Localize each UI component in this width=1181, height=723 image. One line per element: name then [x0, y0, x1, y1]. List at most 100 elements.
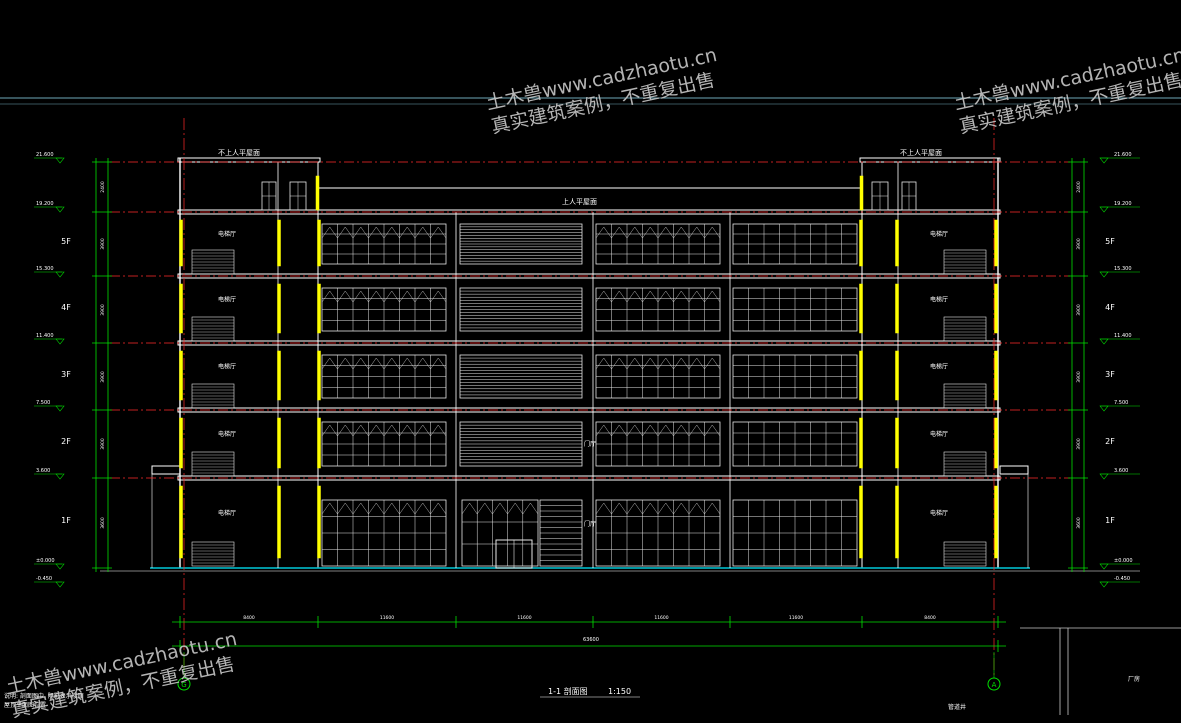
floor-slab — [177, 407, 1001, 413]
axis-label-left: G — [181, 681, 186, 689]
column-strip — [895, 485, 899, 559]
elevation-left: 15.300 — [36, 266, 54, 272]
window-grid-a-arch — [430, 226, 447, 239]
room-label-right: 电梯厅 — [930, 430, 948, 438]
elevation-triangle-right — [1099, 338, 1109, 345]
total-span-label: 63600 — [583, 637, 599, 643]
room-label-left: 电梯厅 — [218, 230, 236, 238]
floor-label-left: 1F — [61, 516, 71, 525]
floor-label-right: 1F — [1105, 516, 1115, 525]
column-strip — [277, 350, 281, 401]
column-strip — [179, 219, 183, 267]
column-strip — [277, 485, 281, 559]
window-grid-a-arch — [399, 226, 416, 239]
column-strip — [179, 417, 183, 469]
elevation-right: 21.600 — [1114, 152, 1132, 158]
window-grid-a-arch — [430, 357, 447, 370]
canopy-right — [999, 465, 1029, 475]
window-grid-1f-a-arch — [337, 502, 354, 515]
floor-slab — [177, 340, 1001, 346]
note-line-1: 说明: 剖面图中, 阴影表示楼面 — [4, 692, 84, 700]
floor-label-right: 5F — [1105, 237, 1115, 246]
column-strip — [277, 417, 281, 469]
elevation-right: 11.400 — [1114, 333, 1132, 339]
yellow-columns — [179, 175, 998, 559]
window-grid-a-arch — [414, 290, 431, 303]
elevation-right: 3.600 — [1114, 468, 1128, 474]
elevation-triangle-right — [1099, 563, 1109, 570]
section-title: 1-1 剖面图 — [548, 686, 588, 696]
bottom-right-label: 厂房 — [1128, 675, 1140, 683]
elevation-right: 15.300 — [1114, 266, 1132, 272]
height-label-left: 3900 — [100, 438, 106, 450]
floor-slab — [177, 475, 1001, 481]
elevation-left: 11.400 — [36, 333, 54, 339]
window-grid-a-arch — [368, 290, 385, 303]
entrance-glazing-arch — [461, 502, 478, 515]
floor-label-right: 3F — [1105, 370, 1115, 379]
window-grid-a-arch — [383, 424, 400, 437]
roof-slab-right — [859, 157, 1001, 163]
column-strip — [859, 283, 863, 334]
elevation-triangle-left — [55, 581, 65, 588]
window-grid-1f-a-arch — [414, 502, 431, 515]
window-grid-c-arch — [704, 226, 721, 239]
height-label-right: 3900 — [1076, 304, 1082, 316]
window-grid-c-arch — [642, 424, 659, 437]
window-grid-c-arch — [688, 424, 705, 437]
height-label-left: 3600 — [100, 517, 106, 529]
roof-center-label: 上人平屋面 — [562, 197, 597, 206]
elevation-triangle-left — [55, 271, 65, 278]
elevation-left: 7.500 — [36, 400, 50, 406]
dimension-lines — [34, 118, 1140, 698]
window-grid-a-arch — [414, 226, 431, 239]
window-grid-1f-c-arch — [704, 502, 721, 515]
column-strip — [317, 283, 321, 334]
window-grid-a-arch — [337, 424, 354, 437]
window-grid-c-arch — [657, 290, 674, 303]
room-label-left: 电梯厅 — [218, 296, 236, 304]
elevation-triangle-left — [55, 338, 65, 345]
window-grid-1f-a-arch — [352, 502, 369, 515]
window-grid-1f-c-arch — [673, 502, 690, 515]
elevation-triangle-left — [55, 157, 65, 164]
column-strip — [994, 350, 998, 401]
floor-label-left: 3F — [61, 370, 71, 379]
axis-label-right: A — [992, 681, 997, 689]
window-grid-a-arch — [337, 357, 354, 370]
floor-level-lines — [110, 161, 1070, 479]
axis-bubble-left: G — [177, 677, 191, 691]
room-label-right: 电梯厅 — [930, 509, 948, 517]
window-grid-1f-c-arch — [595, 502, 612, 515]
window-grid-c-arch — [611, 290, 628, 303]
column-strip — [859, 417, 863, 469]
window-grid-a-arch — [321, 357, 338, 370]
window-grids — [191, 181, 987, 569]
span-label: 11600 — [654, 615, 668, 621]
window-grid-a-arch — [399, 357, 416, 370]
window-grid-1f-a-arch — [430, 502, 447, 515]
height-label-left: 3900 — [100, 304, 106, 316]
room-label-left: 电梯厅 — [218, 430, 236, 438]
axis-bubble-right: A — [987, 677, 1001, 691]
window-grid-c-arch — [642, 290, 659, 303]
column-strip — [317, 417, 321, 469]
window-grid-c-arch — [626, 424, 643, 437]
window-grid-a-arch — [352, 357, 369, 370]
window-grid-c-arch — [657, 424, 674, 437]
column-strip — [994, 283, 998, 334]
elevation-left: 19.200 — [36, 201, 54, 207]
window-grid-1f-a-arch — [383, 502, 400, 515]
window-grid-a-arch — [321, 226, 338, 239]
elevation-triangle-right — [1099, 405, 1109, 412]
elevation-right: 7.500 — [1114, 400, 1128, 406]
floor-label-left: 4F — [61, 303, 71, 312]
window-grid-c-arch — [642, 357, 659, 370]
span-label: 8400 — [924, 615, 936, 621]
bottom-mid-label: 管道井 — [948, 703, 966, 711]
floor-label-left: 2F — [61, 437, 71, 446]
window-grid-a-arch — [337, 226, 354, 239]
roof-right-label: 不上人平屋面 — [900, 148, 942, 157]
elevation-triangle-left — [55, 563, 65, 570]
